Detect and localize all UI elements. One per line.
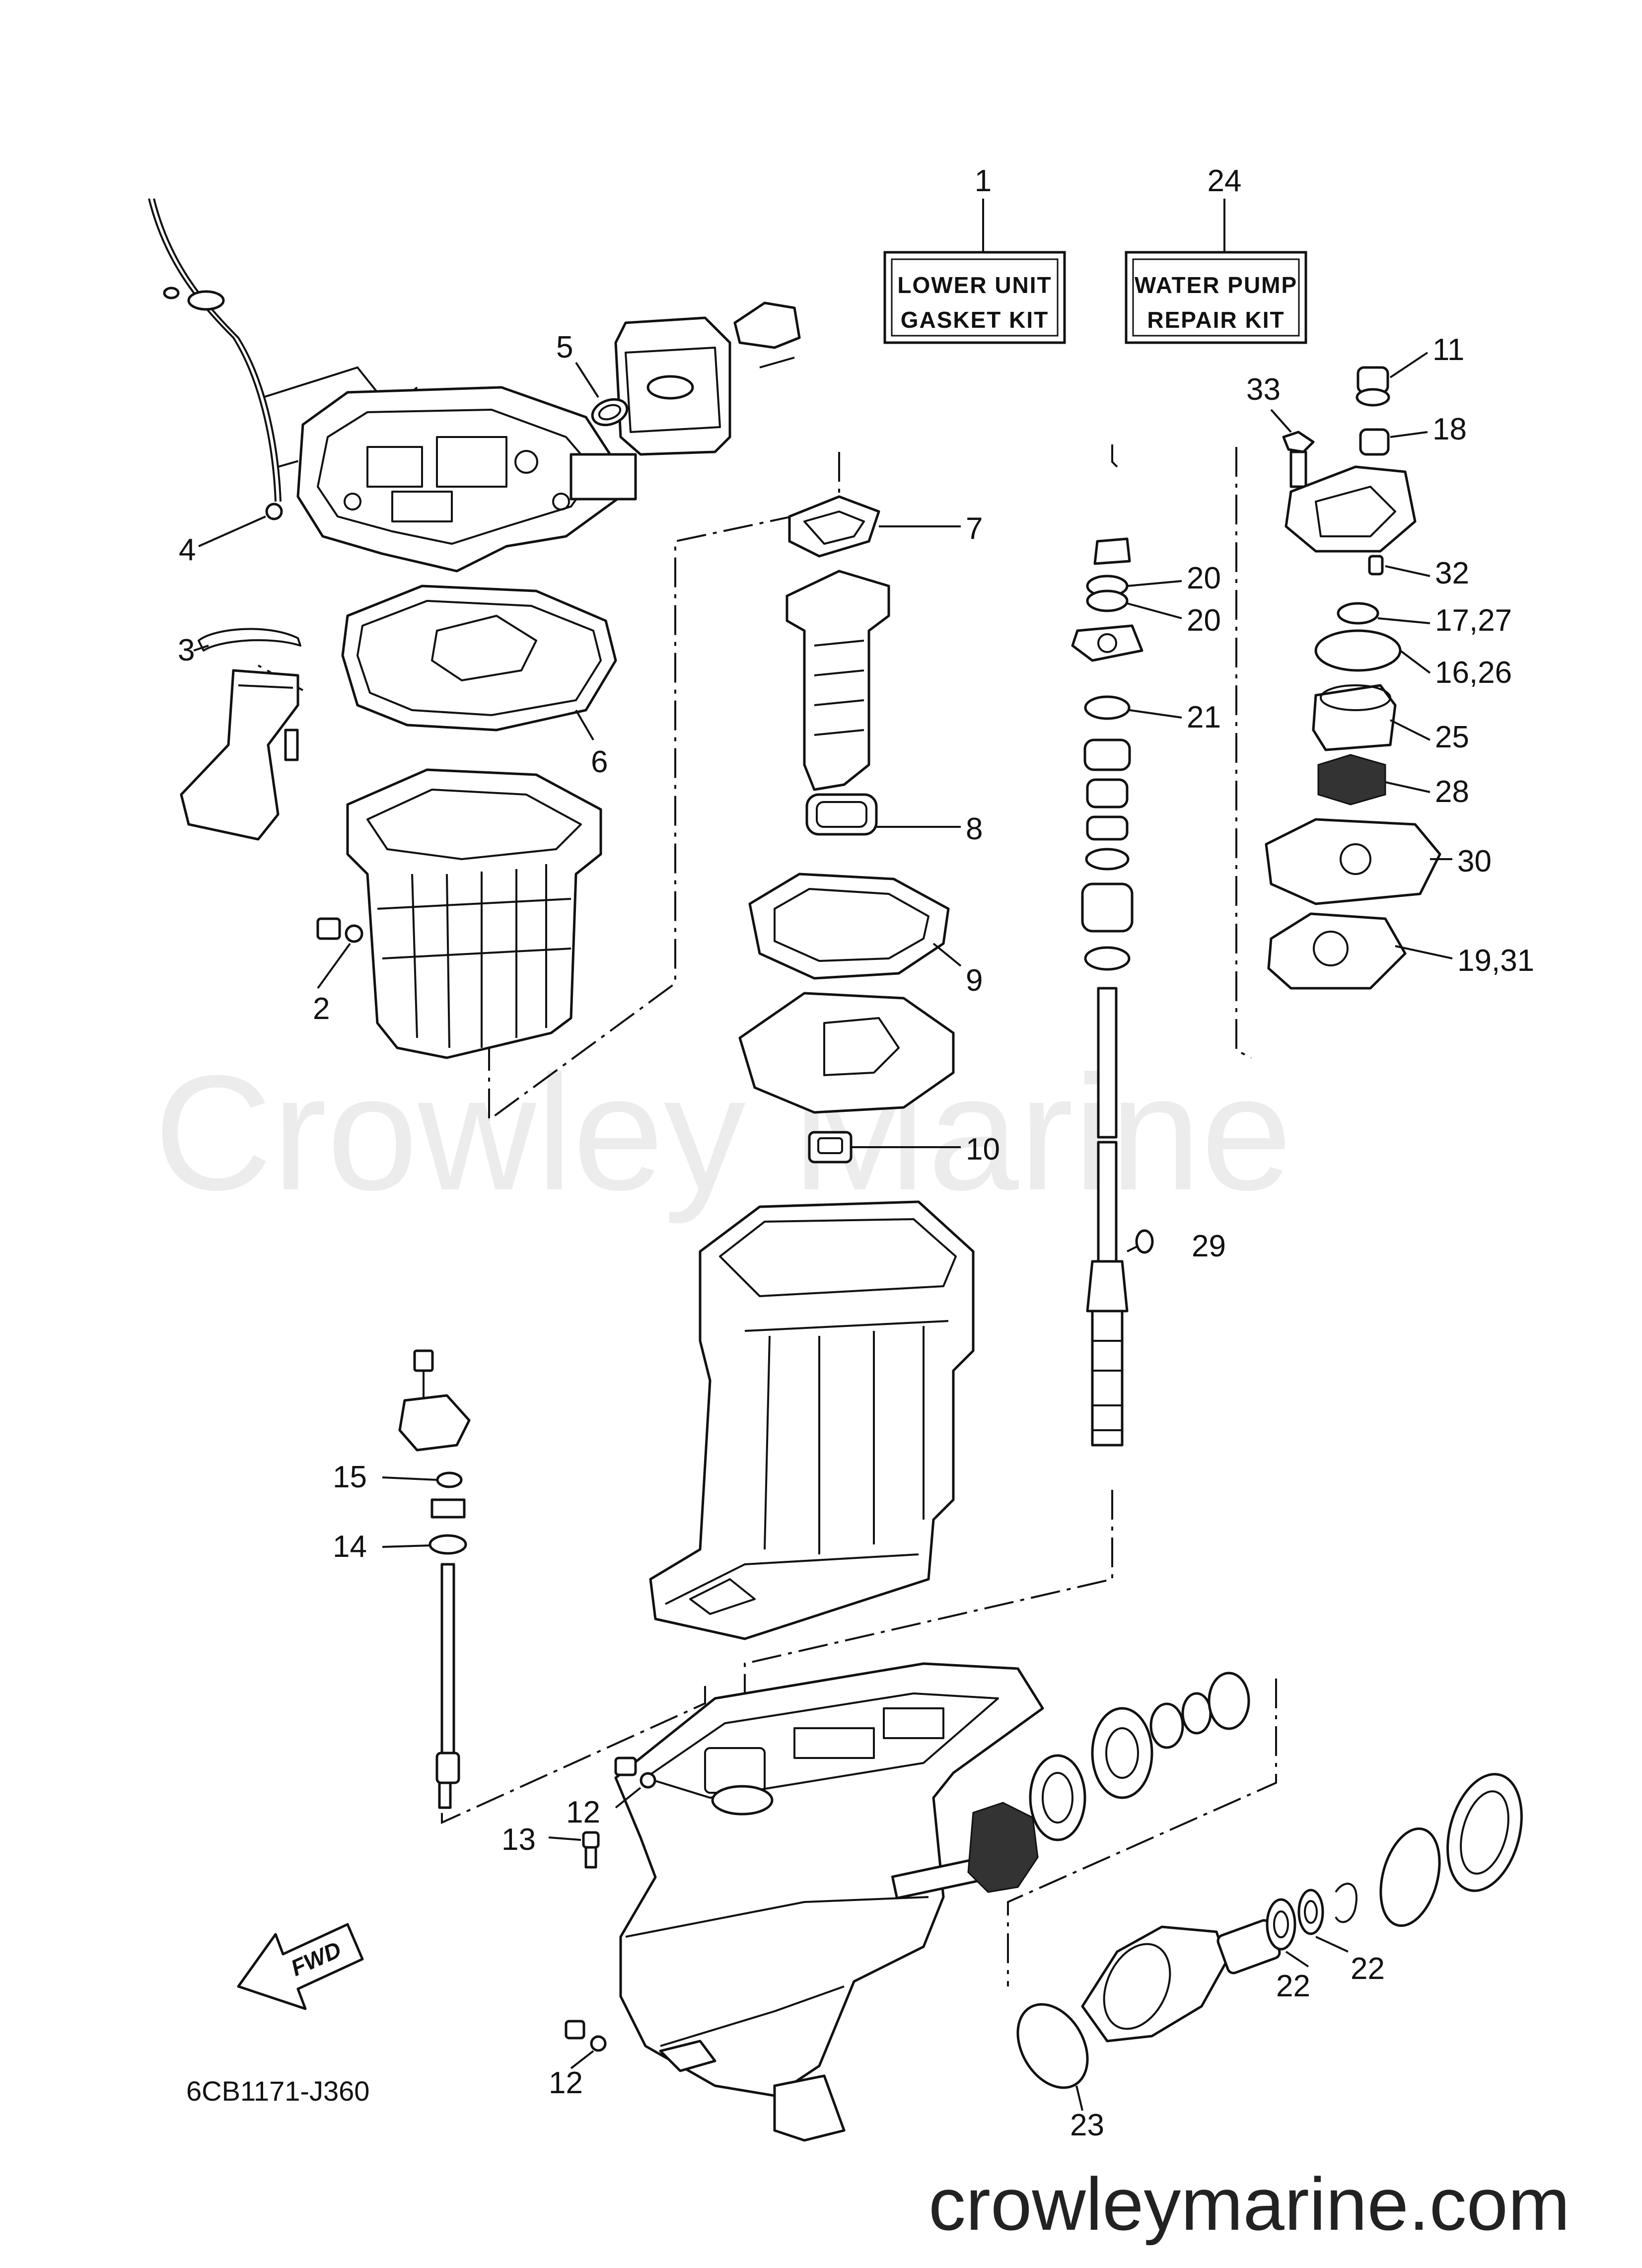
upper-casing bbox=[346, 768, 602, 1059]
callout-labels: 5 4 3 2 6 7 8 9 10 11 18 33 20 20 21 32 … bbox=[178, 330, 1534, 2142]
callout-7: 8 bbox=[966, 812, 983, 846]
kit-24-line1: WATER PUMP bbox=[1135, 272, 1297, 298]
part-29-key bbox=[1127, 1229, 1154, 1254]
callout-29: 29 bbox=[1192, 1229, 1226, 1263]
part-7-seal bbox=[805, 793, 961, 836]
drive-shaft-assembly bbox=[1071, 537, 1143, 1447]
callout-5: 5 bbox=[556, 330, 573, 365]
callout-22a: 22 bbox=[1276, 1969, 1310, 2003]
exhaust-guide-casing bbox=[296, 386, 637, 573]
callout-19-31: 19,31 bbox=[1457, 944, 1534, 978]
callout-20b: 20 bbox=[1187, 603, 1221, 638]
kit-1-ref: 1 bbox=[975, 164, 992, 198]
water-tube-holder bbox=[180, 669, 299, 841]
callout-9: 10 bbox=[966, 1132, 1000, 1167]
propeller-shaft-gear bbox=[891, 1672, 1250, 1900]
callout-8: 9 bbox=[966, 963, 983, 998]
callout-4: 4 bbox=[179, 533, 196, 567]
callout-17-27: 17,27 bbox=[1435, 603, 1512, 638]
diagram-code: 6CB1171-J360 bbox=[186, 2075, 369, 2107]
part-6-gasket bbox=[788, 495, 961, 558]
callout-25: 25 bbox=[1435, 720, 1469, 754]
callout-21: 21 bbox=[1187, 700, 1221, 734]
part-4-oring bbox=[198, 503, 283, 547]
callout-22b: 22 bbox=[1351, 1952, 1385, 1986]
callout-18: 18 bbox=[1432, 412, 1467, 446]
callout-16-26: 16,26 bbox=[1435, 656, 1512, 690]
upper-mount-bracket bbox=[614, 301, 801, 456]
dipstick-tube bbox=[148, 198, 378, 502]
part-3-clip bbox=[193, 628, 301, 652]
callout-20a: 20 bbox=[1187, 561, 1221, 595]
callout-11: 11 bbox=[1432, 333, 1464, 367]
kit-1-line2: GASKET KIT bbox=[901, 307, 1049, 333]
part-12-screw-lower bbox=[565, 2020, 607, 2069]
callout-14: 14 bbox=[333, 1530, 367, 1564]
kit-1-line1: LOWER UNIT bbox=[897, 272, 1052, 298]
website-url: crowleymarine.com bbox=[928, 2162, 1570, 2246]
callout-6: 7 bbox=[966, 512, 983, 546]
callout-33: 33 bbox=[1246, 372, 1281, 407]
callout-12-upper: 12 bbox=[566, 1795, 600, 1829]
kit-24-ref: 24 bbox=[1208, 164, 1242, 198]
callout-10: 6 bbox=[591, 745, 608, 779]
shift-rod-assembly bbox=[382, 1349, 471, 1809]
exhaust-tube bbox=[785, 570, 890, 791]
fwd-marker: FWD bbox=[237, 1923, 364, 2010]
part-2-screw bbox=[316, 917, 363, 989]
callout-23: 23 bbox=[1070, 2108, 1104, 2142]
part-10-gasket bbox=[341, 585, 617, 741]
watermark-text: Crowley Marine bbox=[154, 1041, 1292, 1225]
callout-28: 28 bbox=[1435, 775, 1469, 809]
kit-24-line2: REPAIR KIT bbox=[1147, 307, 1285, 333]
callout-2: 2 bbox=[313, 992, 330, 1026]
callout-3: 3 bbox=[178, 633, 195, 667]
callout-12-lower: 12 bbox=[549, 2066, 583, 2100]
callout-13: 13 bbox=[501, 1823, 536, 1857]
drive-shaft-housing bbox=[649, 1200, 975, 1640]
part-12-screw-upper bbox=[614, 1756, 656, 1809]
exhaust-plate bbox=[738, 992, 955, 1114]
kit-box-lower-unit-gasket: LOWER UNIT GASKET KIT 1 bbox=[883, 164, 1066, 344]
propeller-housing bbox=[1016, 1773, 1523, 2111]
callout-32: 32 bbox=[1435, 556, 1469, 590]
part-13-nipple bbox=[548, 1831, 600, 1869]
lower-unit-gearcase bbox=[614, 1662, 1044, 2142]
part-9-seal bbox=[808, 1131, 961, 1164]
kit-box-water-pump-repair: WATER PUMP REPAIR KIT 24 bbox=[1125, 164, 1307, 344]
water-pump-assembly bbox=[1265, 352, 1453, 990]
part-8-gasket bbox=[748, 873, 962, 980]
part-5-seal bbox=[575, 362, 629, 427]
callout-15: 15 bbox=[333, 1460, 367, 1494]
callout-30: 30 bbox=[1457, 844, 1492, 878]
